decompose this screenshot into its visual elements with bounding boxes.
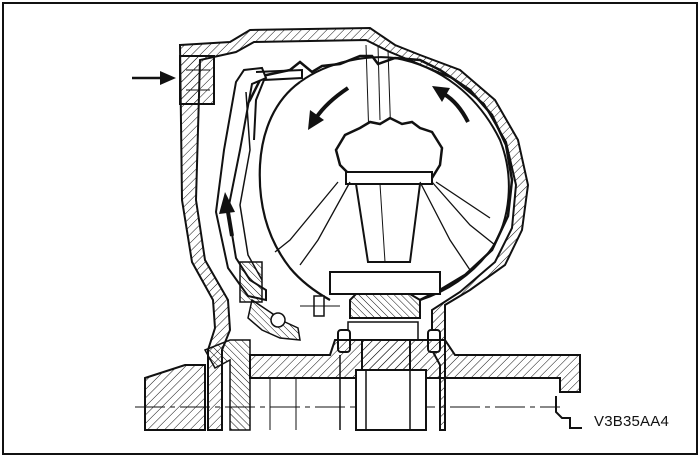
stator-hub [345, 171, 433, 185]
damper-block [239, 261, 263, 303]
rivet [270, 312, 286, 328]
clutch-race [349, 293, 421, 319]
flange [144, 364, 206, 431]
inlet-fitting [179, 55, 215, 105]
impeller-blade-line [274, 181, 339, 253]
stator-detail [379, 183, 386, 263]
output-bracket [555, 396, 582, 429]
clutch-roller [347, 321, 419, 341]
lockup-plate [253, 68, 303, 141]
arrow-icon [432, 86, 470, 123]
input-shaft [355, 369, 427, 431]
impeller-blade-line [431, 181, 496, 246]
figure-code: V3B35AA4 [594, 413, 669, 430]
border [2, 2, 698, 455]
housing-shell [178, 26, 581, 431]
front-cover-lower [203, 339, 251, 431]
stator-clutch-hub [329, 271, 441, 295]
arrow-icon [132, 71, 176, 85]
impeller-blade-line [299, 181, 351, 266]
stator-blade [354, 183, 422, 263]
guide-line [377, 44, 381, 121]
torus [299, 56, 510, 301]
arrow-icon [219, 192, 235, 237]
impeller-blade-line [435, 181, 491, 219]
impeller-blade-line [419, 181, 471, 271]
torus-left [258, 81, 331, 301]
arrow-icon [308, 86, 350, 130]
